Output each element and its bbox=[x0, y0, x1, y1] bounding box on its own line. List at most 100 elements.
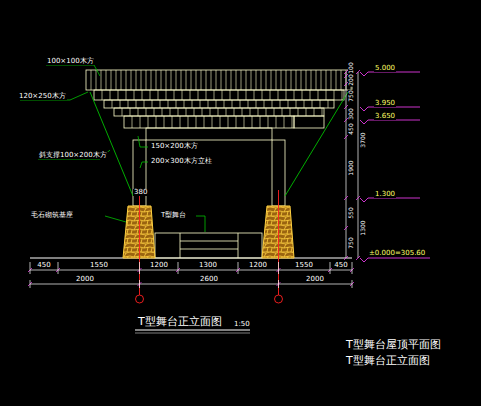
purlin bbox=[141, 70, 142, 90]
purlin bbox=[228, 116, 229, 128]
purlin bbox=[242, 108, 243, 116]
purlin bbox=[186, 70, 187, 90]
dimension-tick bbox=[356, 196, 360, 200]
purlin bbox=[286, 70, 287, 90]
purlin bbox=[306, 70, 307, 90]
purlin bbox=[136, 70, 137, 90]
purlin bbox=[292, 116, 293, 128]
purlin bbox=[106, 70, 107, 90]
purlin bbox=[266, 70, 267, 90]
dimension-text: 3700 bbox=[360, 131, 366, 148]
purlin bbox=[270, 90, 271, 100]
purlin bbox=[206, 90, 207, 100]
purlin bbox=[91, 70, 92, 90]
dimension-text: 450 bbox=[348, 122, 354, 135]
drawing-name: T型舞台屋顶平面图 bbox=[345, 339, 442, 350]
purlin bbox=[296, 70, 297, 90]
dimension-text: 2600 bbox=[199, 276, 219, 283]
callout-label: 120×250木方 bbox=[18, 93, 67, 100]
stage-platform bbox=[155, 233, 262, 258]
purlin bbox=[322, 108, 323, 116]
purlin bbox=[278, 90, 279, 100]
purlin bbox=[188, 116, 189, 128]
extension-line bbox=[278, 280, 279, 288]
purlin bbox=[240, 100, 241, 108]
callout-label: 100×100木方 bbox=[46, 58, 95, 65]
purlin bbox=[112, 100, 113, 108]
level-marker bbox=[360, 72, 430, 262]
scale-text: 1:50 bbox=[233, 321, 251, 328]
dimension-text: 450 bbox=[36, 262, 51, 269]
purlin bbox=[120, 100, 121, 108]
purlin bbox=[126, 70, 127, 90]
callout-label: 斜支撑100×200木方 bbox=[38, 152, 108, 159]
purlin bbox=[194, 108, 195, 116]
purlin bbox=[146, 70, 147, 90]
purlin bbox=[212, 116, 213, 128]
leader-line bbox=[20, 65, 205, 232]
dimension-text: 750 bbox=[348, 236, 354, 249]
dimension-text: 300 bbox=[348, 107, 354, 120]
extension-line bbox=[238, 262, 239, 274]
dimension-tick bbox=[344, 196, 348, 200]
purlin bbox=[196, 70, 197, 90]
purlin bbox=[146, 108, 147, 116]
purlin bbox=[152, 100, 153, 108]
dimension-tick bbox=[356, 256, 360, 260]
purlin bbox=[314, 108, 315, 116]
purlin bbox=[130, 108, 131, 116]
purlin bbox=[144, 100, 145, 108]
purlin bbox=[174, 90, 175, 100]
rafter-layer bbox=[94, 90, 344, 100]
purlin bbox=[306, 108, 307, 116]
dimension-text: 380 bbox=[133, 189, 148, 196]
dimension-text: 750 bbox=[348, 89, 354, 102]
purlin bbox=[116, 70, 117, 90]
purlin bbox=[111, 70, 112, 90]
dimension-text: 200 bbox=[348, 73, 354, 86]
level-value: ±0.000=305.60 bbox=[368, 250, 426, 257]
purlin bbox=[260, 116, 261, 128]
purlin bbox=[210, 108, 211, 116]
purlin bbox=[302, 90, 303, 100]
purlin bbox=[304, 100, 305, 108]
purlin bbox=[198, 90, 199, 100]
purlin bbox=[222, 90, 223, 100]
purlin bbox=[201, 70, 202, 90]
axis-line bbox=[136, 190, 283, 303]
extension-line bbox=[352, 262, 353, 274]
purlin bbox=[320, 100, 321, 108]
dimension-text: 2000 bbox=[75, 276, 95, 283]
purlin bbox=[264, 100, 265, 108]
purlin bbox=[190, 90, 191, 100]
purlin bbox=[150, 90, 151, 100]
purlin bbox=[276, 116, 277, 128]
purlin bbox=[158, 90, 159, 100]
purlin bbox=[214, 90, 215, 100]
purlin bbox=[236, 70, 237, 90]
level-value: 3.950 bbox=[374, 100, 396, 107]
extension-line bbox=[30, 280, 31, 288]
purlin bbox=[251, 70, 252, 90]
purlin bbox=[164, 116, 165, 128]
purlin bbox=[294, 90, 295, 100]
drawing-title: T型舞台正立面图 bbox=[137, 316, 223, 327]
purlin bbox=[271, 70, 272, 90]
main-beam bbox=[146, 128, 272, 140]
dimension-line bbox=[28, 262, 354, 288]
purlin bbox=[101, 70, 102, 90]
purlin bbox=[318, 90, 319, 100]
dimension-text: 1550 bbox=[294, 262, 314, 269]
extension-line bbox=[139, 280, 140, 288]
purlin bbox=[151, 70, 152, 90]
purlin bbox=[121, 70, 122, 90]
extension-line bbox=[178, 262, 179, 274]
purlin bbox=[248, 100, 249, 108]
purlin bbox=[162, 108, 163, 116]
purlin bbox=[250, 108, 251, 116]
purlin bbox=[182, 90, 183, 100]
purlin bbox=[276, 70, 277, 90]
dimension-text: 1300 bbox=[198, 262, 218, 269]
purlin bbox=[166, 90, 167, 100]
purlin bbox=[184, 100, 185, 108]
